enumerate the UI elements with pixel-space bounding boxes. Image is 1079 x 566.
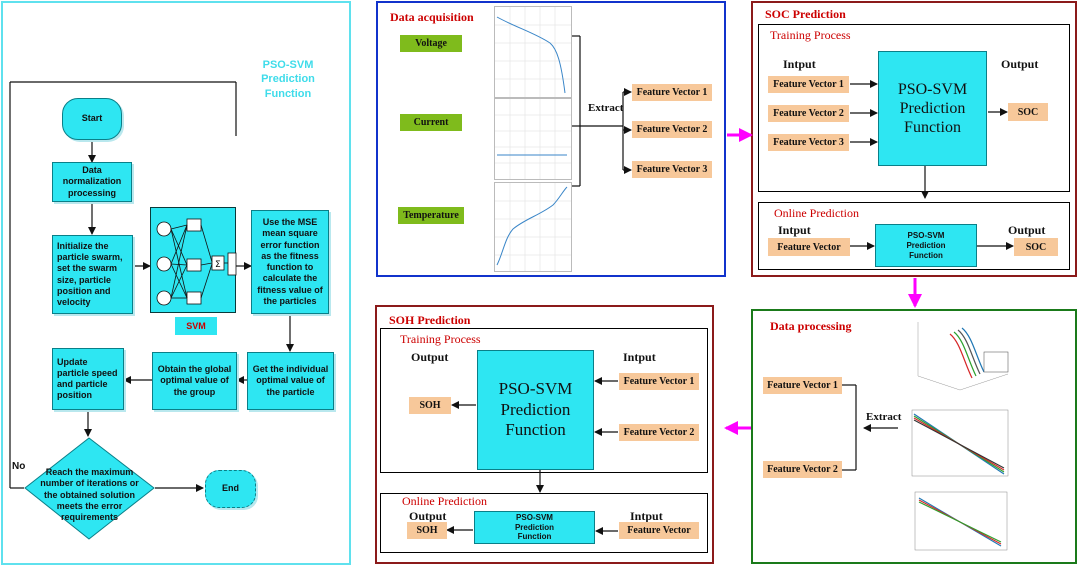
signal-voltage: Voltage <box>400 35 462 52</box>
temperature-plot <box>494 182 572 272</box>
voltage-plot <box>494 6 572 98</box>
start-node: Start <box>62 98 122 140</box>
soc-output-label: Output <box>1001 57 1039 71</box>
soc-online-inptut-label: Intput <box>778 223 811 237</box>
initialize-step: Initialize the particle swarm, set the s… <box>52 235 133 314</box>
flowchart-title: PSO-SVM Prediction Function <box>261 59 315 100</box>
soh-model-box: PSO-SVM Prediction Function <box>477 350 594 470</box>
soc-model-label: PSO-SVM Prediction Function <box>897 80 968 137</box>
soh-prediction-title: SOH Prediction <box>389 313 471 327</box>
start-label: Start <box>81 113 103 124</box>
individual-optimal-step: Get the individual optimal value of the … <box>247 352 334 410</box>
soh-inptut-label: Intput <box>623 350 656 364</box>
data-processing-title: Data processing <box>770 319 852 333</box>
soc-prediction-title: SOC Prediction <box>765 7 846 21</box>
soc-training-title: Training Process <box>770 28 851 42</box>
normalization-step: Data normalization processing <box>52 162 132 202</box>
current-curve <box>495 99 571 179</box>
update-label: Update particle speed and particle posit… <box>57 356 118 401</box>
global-optimal-label: Obtain the global optimal value of the g… <box>157 364 232 397</box>
soc-online-output-label: Output <box>1008 223 1046 237</box>
soh-training-title: Training Process <box>400 332 481 346</box>
feature-vector-2: Feature Vector 2 <box>632 121 712 138</box>
soh-result: SOH <box>409 397 451 414</box>
update-step: Update particle speed and particle posit… <box>52 348 124 410</box>
soh-output-label: Output <box>411 350 449 364</box>
no-label: No <box>12 461 26 472</box>
svm-network: Σ <box>150 207 237 313</box>
soh-online-output-label: Output <box>409 509 447 523</box>
end-label: End <box>222 483 239 494</box>
svm-label-box: SVM <box>175 317 217 335</box>
soc-feature-vector-2: Feature Vector 2 <box>768 105 849 122</box>
processing-lower-plot <box>905 488 1011 560</box>
individual-optimal-label: Get the individual optimal value of the … <box>252 364 329 397</box>
processing-3d-curves <box>917 322 1009 391</box>
svm-network-diagram: Σ <box>156 218 237 306</box>
processing-decline-lines <box>911 409 1009 477</box>
processing-line-plot <box>900 404 1010 486</box>
data-acquisition-title: Data acquisition <box>390 10 474 24</box>
extract-label: Extract <box>588 102 624 114</box>
soh-online-inptut-label: Intput <box>630 509 663 523</box>
soc-online-result: SOC <box>1014 238 1058 256</box>
temperature-curve <box>495 183 571 271</box>
soh-online-model-box: PSO-SVM Prediction Function <box>474 511 595 544</box>
soc-online-feature-vector: Feature Vector <box>768 238 850 256</box>
signal-current: Current <box>400 114 462 131</box>
decision-label: Reach the maximum number of iterations o… <box>40 467 139 522</box>
soh-online-feature-vector: Feature Vector <box>619 522 699 539</box>
end-node: End <box>205 470 256 508</box>
initialize-label: Initialize the particle swarm, set the s… <box>57 240 123 307</box>
processing-3d-plot <box>900 312 1012 398</box>
soh-model-label: PSO-SVM Prediction Function <box>498 379 573 440</box>
soh-online-title: Online Prediction <box>402 494 487 508</box>
soc-inptut-label: Intput <box>783 57 816 71</box>
processing-lower-lines <box>914 491 1008 551</box>
current-plot <box>494 98 572 180</box>
global-optimal-step: Obtain the global optimal value of the g… <box>152 352 237 410</box>
soc-online-model-label: PSO-SVM Prediction Function <box>906 230 946 260</box>
soc-feature-vector-3: Feature Vector 3 <box>768 134 849 151</box>
soh-online-model-label: PSO-SVM Prediction Function <box>514 513 555 542</box>
soh-feature-vector-1: Feature Vector 1 <box>619 373 699 390</box>
soc-model-box: PSO-SVM Prediction Function <box>878 51 987 166</box>
voltage-curve <box>495 7 571 97</box>
feature-vector-3: Feature Vector 3 <box>632 161 712 178</box>
soh-online-result: SOH <box>407 522 447 539</box>
decision-diamond <box>24 437 155 540</box>
fitness-step: Use the MSE mean square error function a… <box>251 210 329 314</box>
decision-node: Reach the maximum number of iterations o… <box>24 437 155 540</box>
feature-vector-1: Feature Vector 1 <box>632 84 712 101</box>
normalization-label: Data normalization processing <box>62 165 122 198</box>
fitness-label: Use the MSE mean square error function a… <box>257 217 323 306</box>
signal-temperature: Temperature <box>398 207 464 224</box>
soh-feature-vector-2: Feature Vector 2 <box>619 424 699 441</box>
soc-online-model-box: PSO-SVM Prediction Function <box>875 224 977 267</box>
dp-extract-label: Extract <box>866 411 902 423</box>
soc-online-title: Online Prediction <box>774 206 859 220</box>
soc-feature-vector-1: Feature Vector 1 <box>768 76 849 93</box>
soc-result: SOC <box>1008 103 1048 121</box>
dp-feature-vector-1: Feature Vector 1 <box>763 377 842 394</box>
dp-feature-vector-2: Feature Vector 2 <box>763 461 842 478</box>
svg-text:Σ: Σ <box>215 260 221 270</box>
